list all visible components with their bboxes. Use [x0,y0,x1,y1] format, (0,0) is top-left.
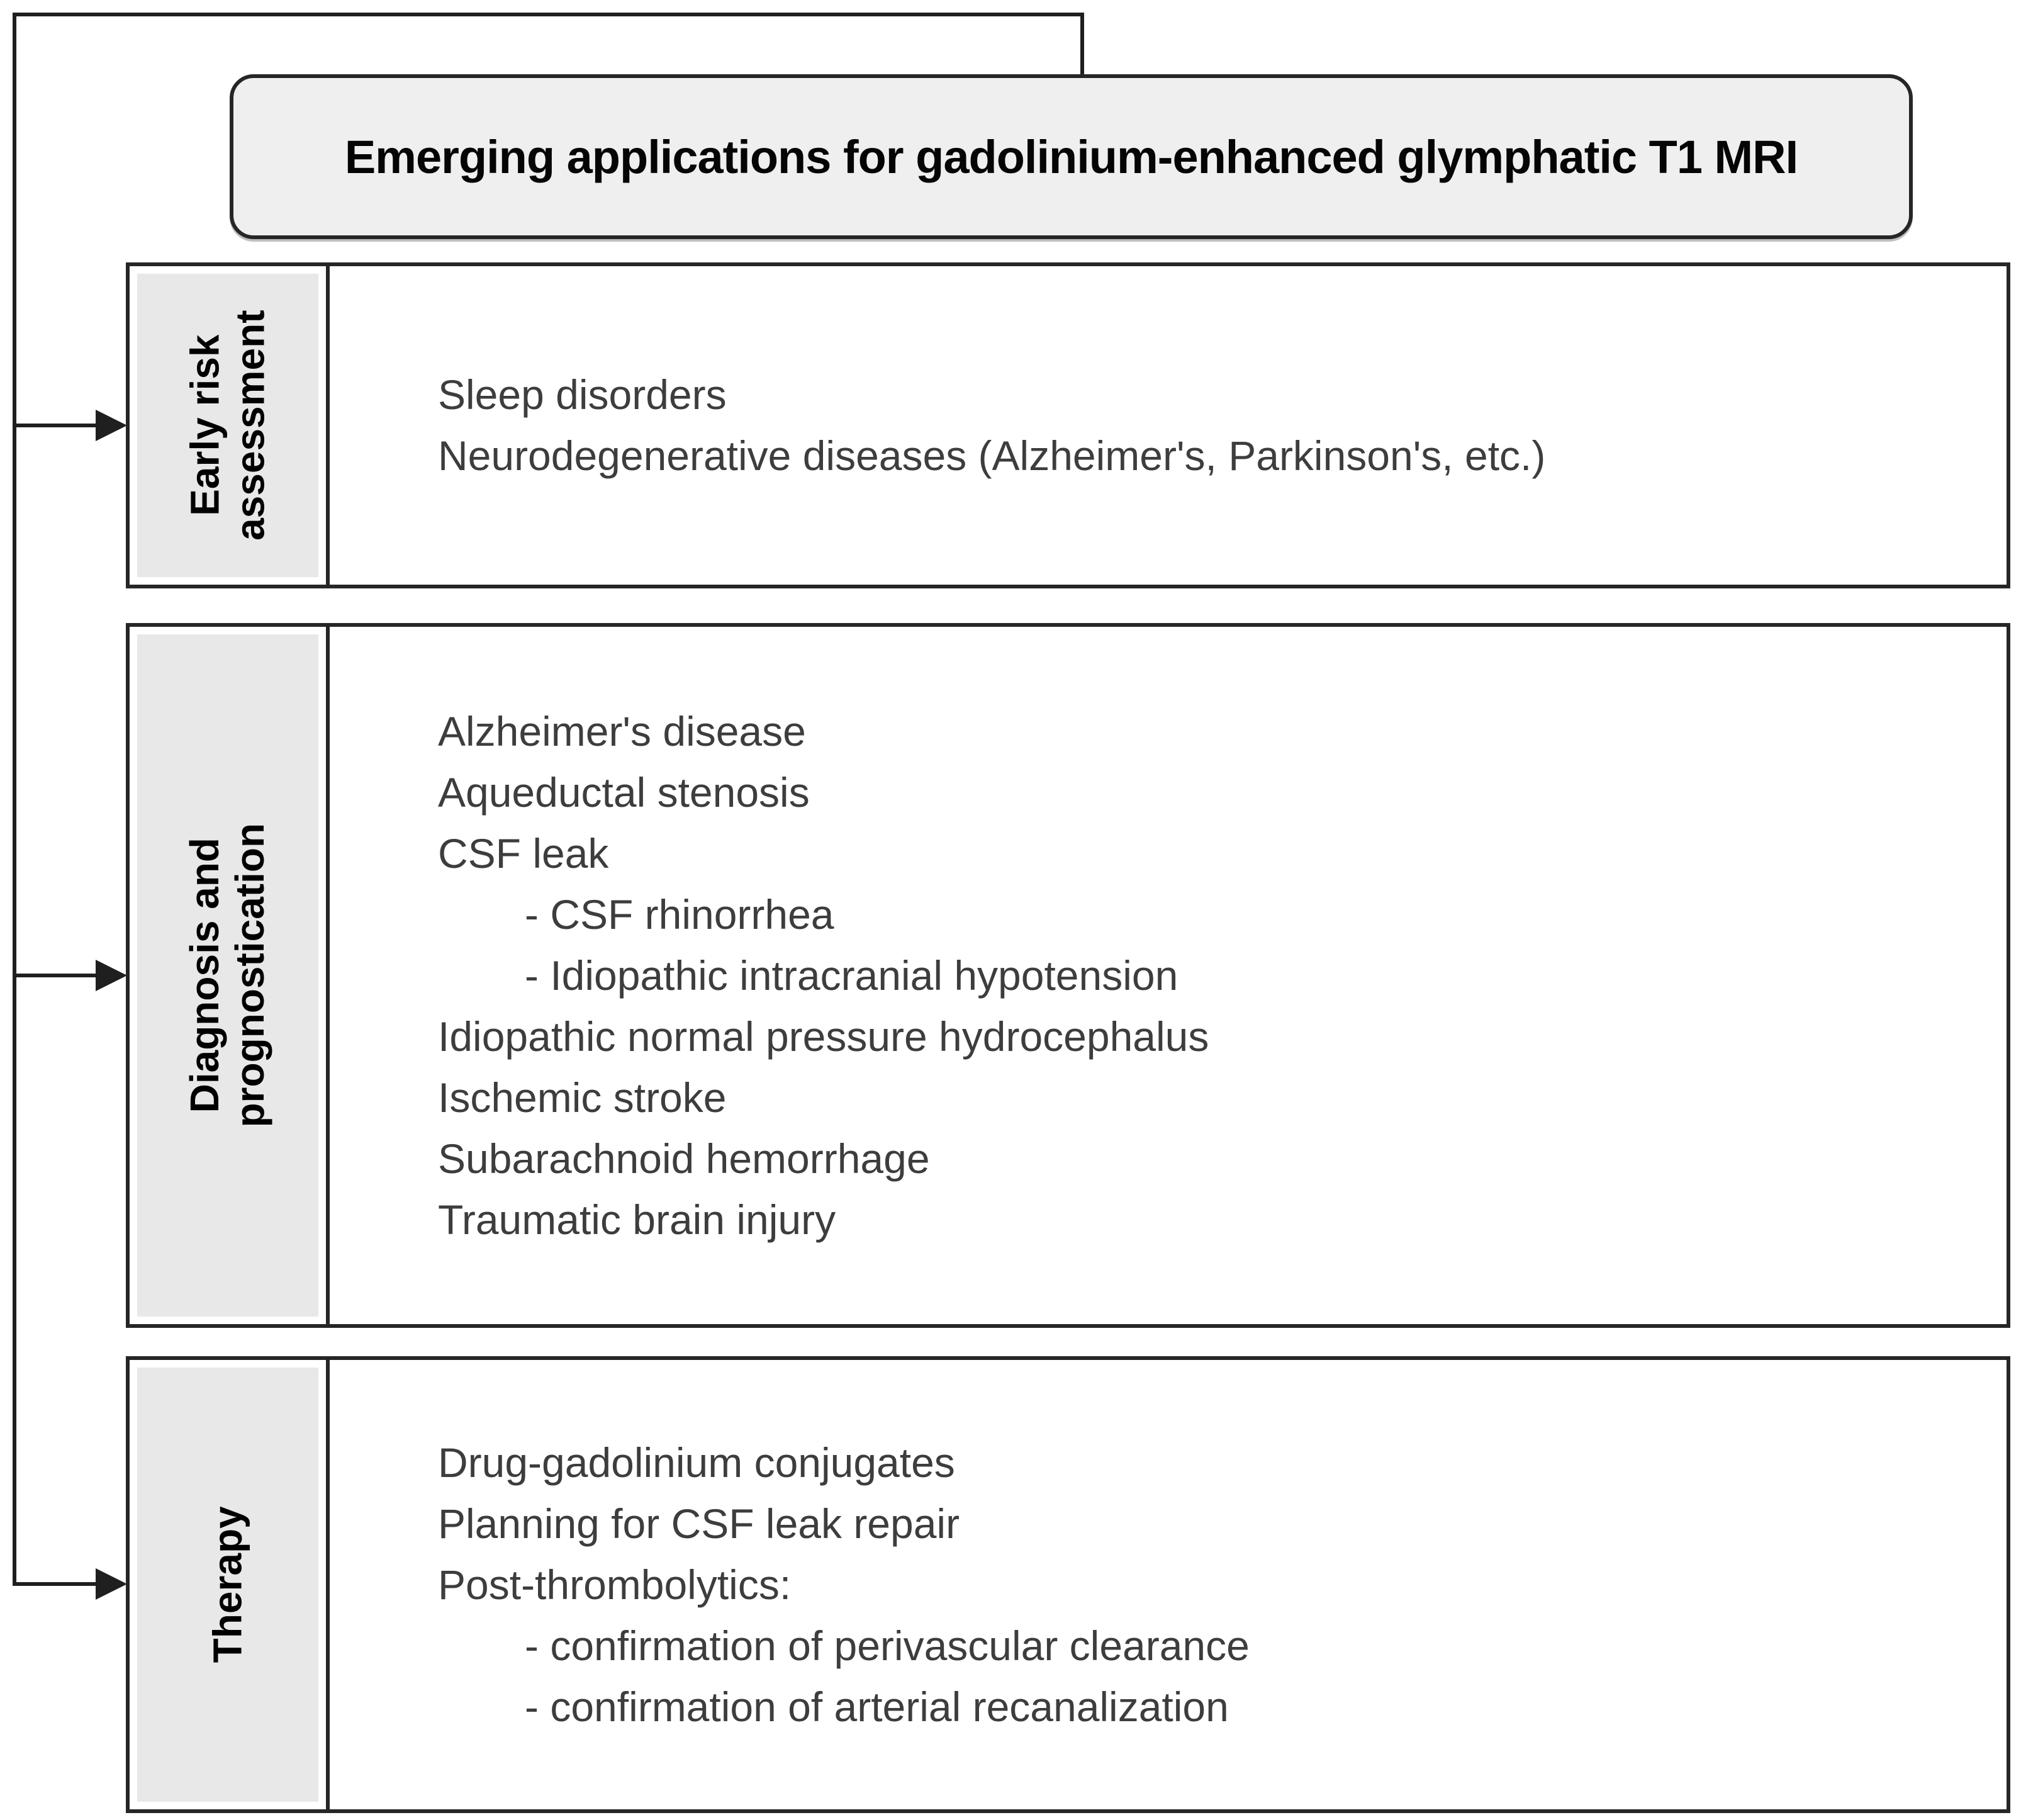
content-line: Ischemic stroke [438,1074,727,1121]
content-line: Idiopathic normal pressure hydrocephalus [438,1013,1209,1060]
connector-branch-therapy [16,1582,101,1586]
section-label-cell: Diagnosis and prognostication [130,627,330,1324]
content-line: Alzheimer's disease [438,707,806,755]
content-line: - CSF rhinorrhea [525,890,834,938]
content-line: - confirmation of perivascular clearance [525,1622,1250,1669]
content-line: Post-thrombolytics: [438,1561,792,1608]
connector-line-top [13,13,1084,16]
content-line: CSF leak [438,829,609,877]
connector-branch-diagnosis [16,974,101,977]
section-label-cell: Early risk assessment [130,266,330,585]
content-line: - Idiopathic intracranial hypotension [525,952,1178,999]
connector-line-left-rail [13,13,16,1586]
section-label: Diagnosis and prognostication [182,823,272,1128]
content-line: Sleep disorders [438,371,727,418]
content-line: Drug-gadolinium conjugates [438,1439,955,1486]
content-line: Aqueductal stenosis [438,768,810,816]
connector-branch-early-risk [16,424,101,427]
content-line: Traumatic brain injury [438,1196,836,1243]
content-line: Subarachnoid hemorrhage [438,1135,930,1182]
diagram-title: Emerging applications for gadolinium-enh… [344,130,1798,183]
section-label: Therapy [204,1506,250,1663]
section-label: Early risk assessment [182,310,272,541]
section-diagnosis-prognostication: Diagnosis and prognostication Alzheimer'… [126,623,2010,1328]
arrow-right-icon [96,1568,127,1600]
arrow-right-icon [96,410,127,441]
arrow-right-icon [96,960,127,991]
content-line: Neurodegenerative diseases (Alzheimer's,… [438,432,1546,479]
content-line: Planning for CSF leak repair [438,1500,960,1547]
diagram-title-box: Emerging applications for gadolinium-enh… [230,74,1913,239]
section-label-cell: Therapy [130,1360,330,1809]
content-line: - confirmation of arterial recanalizatio… [525,1683,1229,1730]
connector-line-title-drop [1080,13,1084,78]
